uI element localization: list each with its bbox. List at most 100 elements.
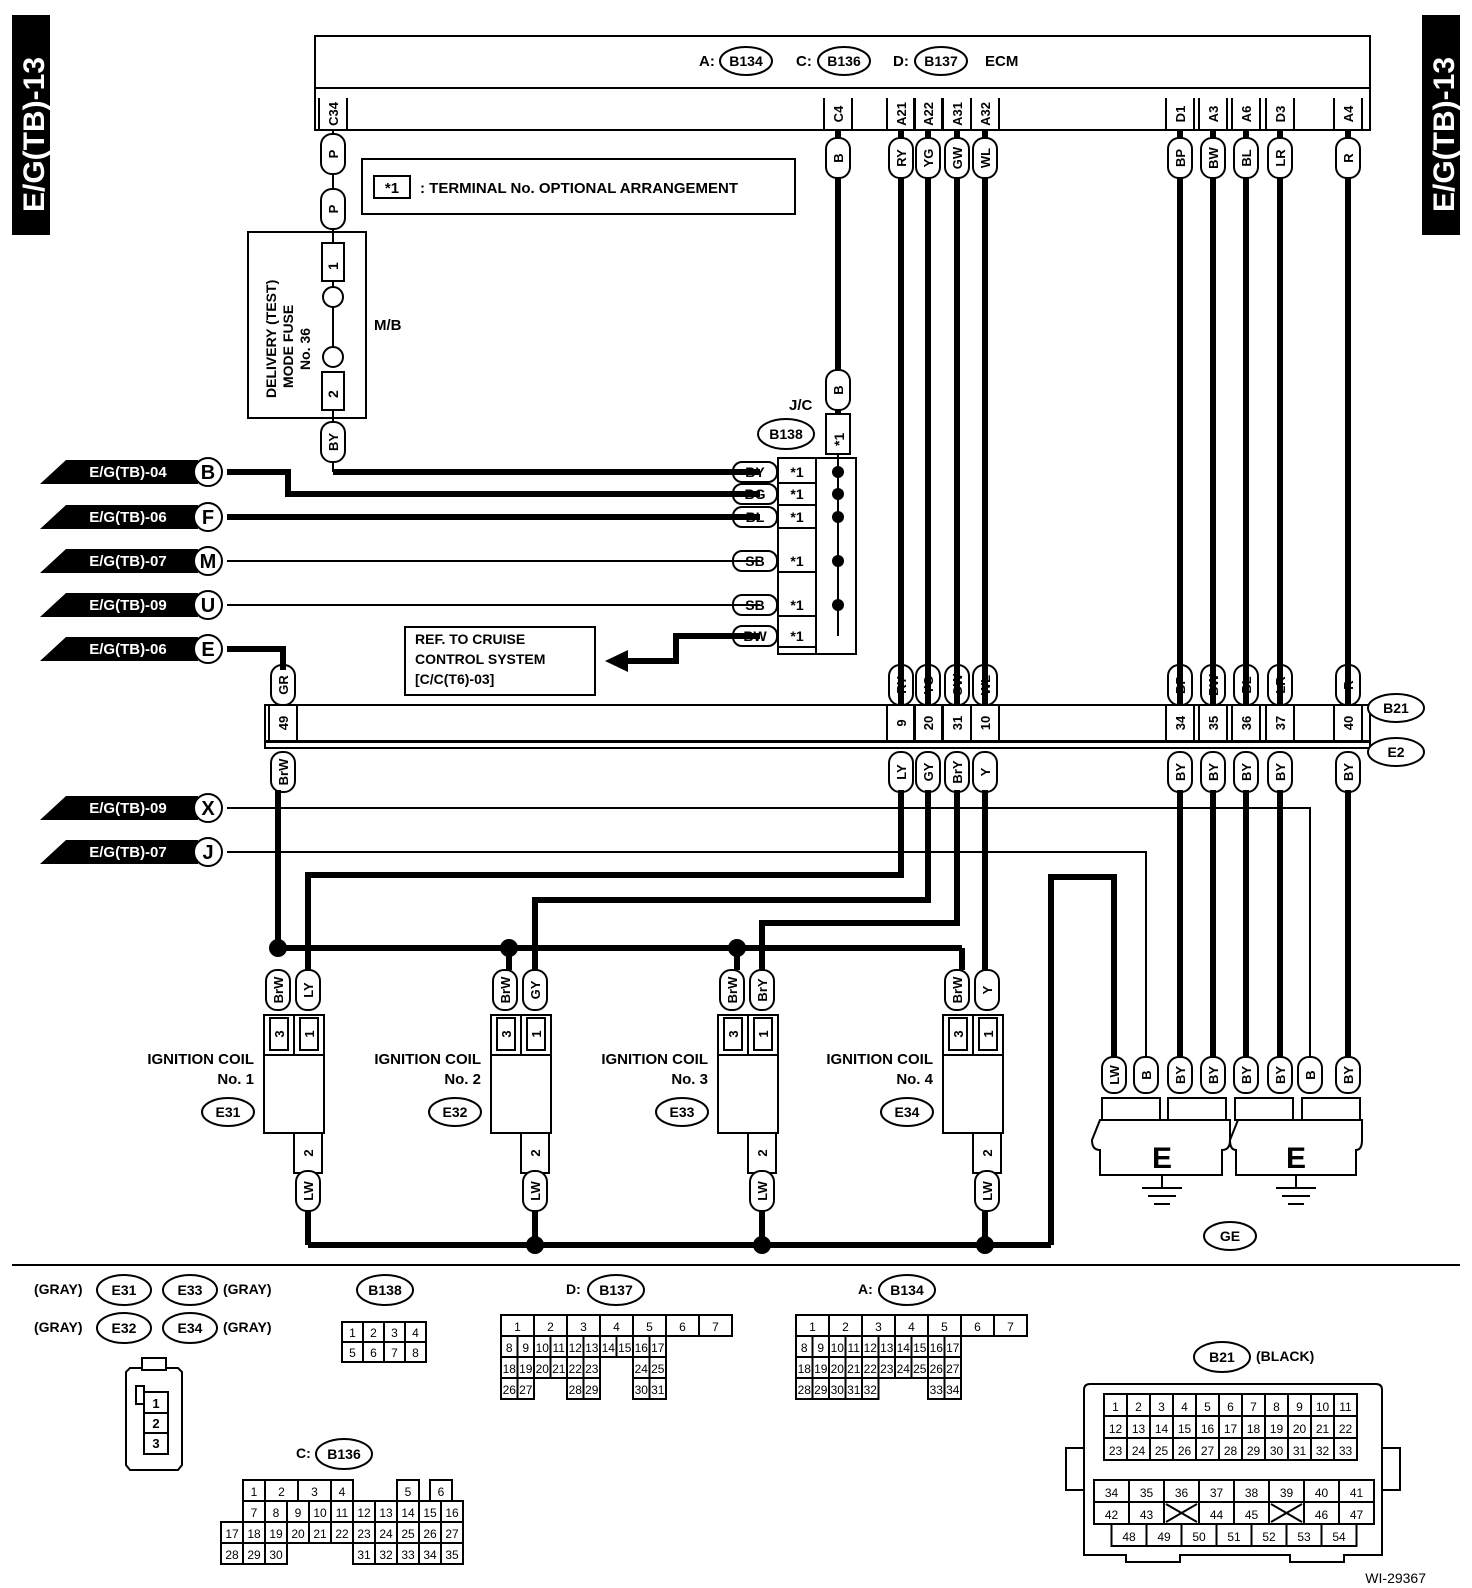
ecm-pin-A3: A3 (1206, 106, 1221, 123)
coil3-wire1-text: BrY (755, 978, 770, 1001)
jc-pin-1: *1 (790, 486, 803, 502)
ground-right-wire-3-text: BY (1341, 1066, 1356, 1084)
b21-grid-top-pin: 3 (1158, 1400, 1165, 1414)
b136-grid-pin: 33 (401, 1548, 415, 1562)
b134-grid-pin: 26 (930, 1362, 944, 1376)
b134-grid-pin: 5 (941, 1320, 948, 1334)
b21-grid-top-pin: 10 (1316, 1400, 1330, 1414)
coil2-pin3: 3 (499, 1030, 514, 1037)
ground-left-wire-1-text: B (1139, 1070, 1154, 1079)
ecm-pin-A22: A22 (921, 102, 936, 126)
b21-grid-bottom-pin: 44 (1210, 1508, 1224, 1522)
ref-letter-6: J (202, 842, 213, 864)
ground-right-letter: E (1286, 1142, 1306, 1175)
cruise-ref-box: REF. TO CRUISE CONTROL SYSTEM [C/C(T6)-0… (404, 626, 596, 696)
b136-grid-pin: 17 (225, 1527, 239, 1541)
b21-grid-top-pin: 33 (1339, 1444, 1353, 1458)
coil1-wire2-text: LW (301, 1181, 316, 1201)
fuse-wire-bottom-text: BY (326, 433, 341, 451)
b21-grid-top-pin: 32 (1316, 1444, 1330, 1458)
coil3-name: IGNITION COIL (601, 1051, 708, 1068)
b21-grid-top-pin: 16 (1201, 1422, 1215, 1436)
b134-grid-pin: 22 (864, 1362, 878, 1376)
ecm-wire-A6: BL (1233, 137, 1259, 179)
ground-right-wire-1: BY (1267, 1056, 1293, 1094)
fuse-line-2: MODE FUSE (280, 305, 296, 388)
b21-grid-bottom-pin: 36 (1175, 1486, 1189, 1500)
ground-left-wire-3: BY (1200, 1056, 1226, 1094)
ref-page-6: E/G(TB)-07 (89, 844, 167, 861)
legend-e31-color: (GRAY) (34, 1281, 83, 1297)
b21-grid-bottom-pin: 39 (1280, 1486, 1294, 1500)
ecm-wire-C34-text: P (326, 149, 341, 158)
e2-bottom-8-text: BY (1273, 763, 1288, 781)
b134-grid-pin: 11 (848, 1341, 861, 1355)
coil2-pin2: 2 (528, 1149, 543, 1156)
b21-pin-0: 49 (276, 716, 291, 730)
b137-grid-pin: 14 (602, 1341, 616, 1355)
b21-grid-top-pin: 18 (1247, 1422, 1261, 1436)
b136-grid-pin: 3 (311, 1485, 318, 1499)
b138-grid-pin: 5 (349, 1346, 356, 1360)
ecm-wire-D1: BP (1167, 137, 1193, 179)
ref-J[interactable]: E/G(TB)-07 J (40, 837, 223, 867)
b21-pin-5: 34 (1173, 715, 1188, 730)
b136-grid-pin: 29 (247, 1548, 261, 1562)
legend-e33-color: (GRAY) (223, 1281, 272, 1297)
b136-grid-pin: 21 (313, 1527, 327, 1541)
b21-grid-bottom-pin: 41 (1350, 1486, 1364, 1500)
b21-grid-top-pin: 13 (1132, 1422, 1146, 1436)
b21-grid-top-pin: 26 (1178, 1444, 1192, 1458)
jc-pin-5: *1 (790, 628, 803, 644)
jc-top-wire: B (825, 369, 851, 411)
b134-grid-pin: 27 (946, 1362, 960, 1376)
legend-b137-prefix: D: (566, 1281, 581, 1297)
cruise-line-1: REF. TO CRUISE (415, 631, 525, 647)
ecm-label: ECM (985, 53, 1018, 70)
coil1-conn: E31 (216, 1104, 241, 1120)
b21-grid-top-pin: 17 (1224, 1422, 1238, 1436)
b136-grid-pin: 9 (295, 1506, 302, 1520)
coil2-wire2-text: LW (528, 1181, 543, 1201)
b21-grid-top-pin: 1 (1112, 1400, 1119, 1414)
ecm-conn-d-pill (914, 46, 968, 76)
b137-grid-pin: 21 (552, 1362, 566, 1376)
coil3-num: No. 3 (671, 1071, 708, 1088)
b134-grid-pin: 4 (908, 1320, 915, 1334)
b138-grid-pin: 3 (391, 1326, 398, 1340)
e2-bottom-4-text: Y (978, 767, 993, 776)
ecm-wire-A6-text: BL (1239, 149, 1254, 166)
coil1-pin2: 2 (301, 1149, 316, 1156)
coil4-pin2: 2 (980, 1149, 995, 1156)
ecm-pin-D1: D1 (1173, 106, 1188, 123)
side-tag-right-text: E/G(TB)-13 (1428, 57, 1461, 212)
b21-grid-bottom-pin: 34 (1105, 1486, 1119, 1500)
ground-left-wire-2: BY (1167, 1056, 1193, 1094)
b21-grid-bottom-pin: 54 (1332, 1530, 1346, 1544)
coil3-pin1: 1 (756, 1030, 771, 1037)
e2-bottom-6-text: BY (1206, 763, 1221, 781)
ground-right-wire-2-text: B (1303, 1070, 1318, 1079)
coil4-num: No. 4 (896, 1071, 933, 1088)
b136-grid-pin: 22 (335, 1527, 349, 1541)
fuse-wire-top-text: P (326, 204, 341, 213)
b134-grid-pin: 2 (842, 1320, 849, 1334)
b136-grid-pin: 14 (401, 1506, 415, 1520)
legend-b138: B138 (368, 1282, 402, 1298)
b21-grid-bottom-pin: 48 (1122, 1530, 1136, 1544)
coil-plug-pin-1: 1 (152, 1396, 159, 1411)
b21-pin-2: 20 (921, 716, 936, 730)
